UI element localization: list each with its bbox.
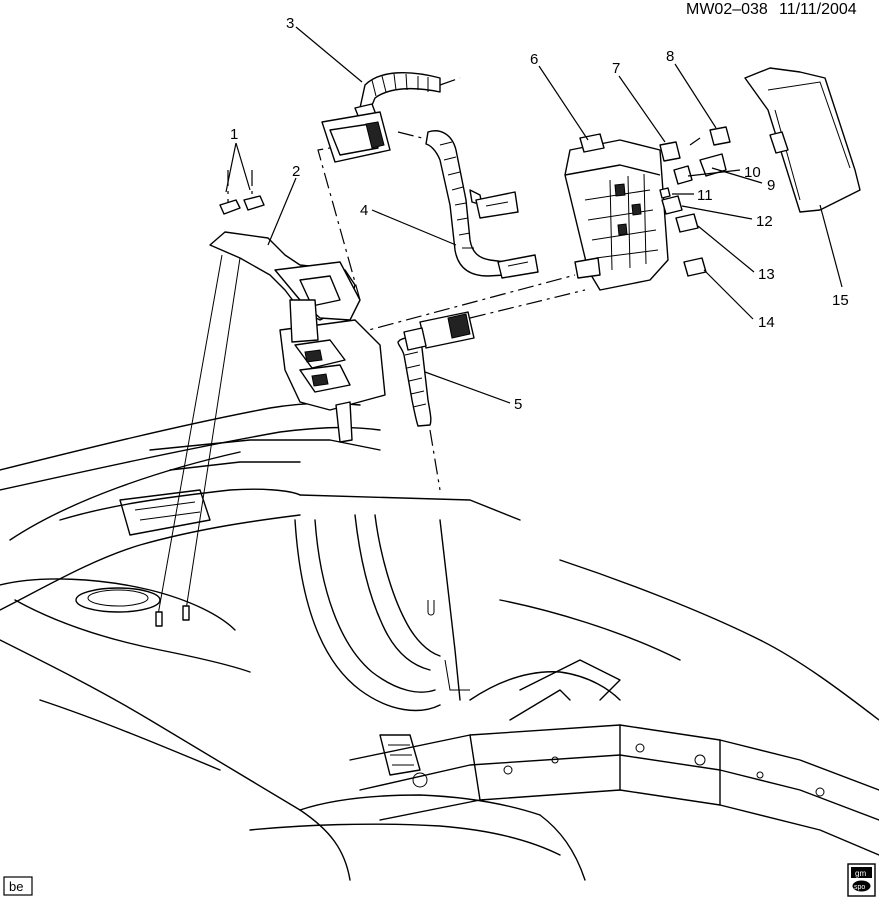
callout-15: 15	[832, 292, 849, 309]
relay-14	[683, 257, 707, 277]
drawing-reference: MW02–038	[686, 1, 768, 18]
wiring-harness-3	[321, 71, 441, 163]
callout-9: 9	[767, 177, 775, 194]
callout-7: 7	[612, 60, 620, 77]
relays-and-fuses	[659, 126, 731, 277]
callout-14: 14	[758, 314, 775, 331]
callout-1: 1	[230, 126, 238, 143]
fuse-10	[673, 165, 693, 185]
relay-13	[675, 213, 699, 233]
relay-7	[659, 141, 681, 162]
junction-block-bracket	[209, 231, 386, 443]
footer-code: be	[9, 879, 23, 894]
relay-8	[709, 126, 731, 146]
fuse-block-cover	[744, 67, 861, 213]
callout-3: 3	[286, 15, 294, 32]
callout-6: 6	[530, 51, 538, 68]
vehicle-body-structure	[0, 402, 879, 881]
wiring-harness-5	[397, 311, 475, 427]
callout-numbers: 1 2 3 4 5 6 7 8 9 10 11 12 13 14 15	[230, 15, 849, 413]
callout-8: 8	[666, 48, 674, 65]
callout-13: 13	[758, 266, 775, 283]
callout-2: 2	[292, 163, 300, 180]
callout-4: 4	[360, 202, 368, 219]
callout-10: 10	[744, 164, 761, 181]
callout-5: 5	[514, 396, 522, 413]
callout-leaders	[225, 26, 843, 404]
fuse-relay-block	[564, 133, 669, 291]
wiring-harness-4	[425, 130, 539, 279]
callout-12: 12	[756, 213, 773, 230]
logo-text-top: gm	[855, 869, 866, 878]
logo-text-bottom: spo	[854, 884, 865, 891]
gm-spo-logo: gm spo	[847, 863, 876, 897]
fastener-nuts	[155, 195, 265, 627]
fuse-11	[659, 187, 671, 199]
drawing-date: 11/11/2004	[779, 1, 857, 18]
callout-11: 11	[697, 187, 713, 204]
footer-code-badge: be	[3, 876, 33, 896]
relay-12	[661, 195, 683, 215]
